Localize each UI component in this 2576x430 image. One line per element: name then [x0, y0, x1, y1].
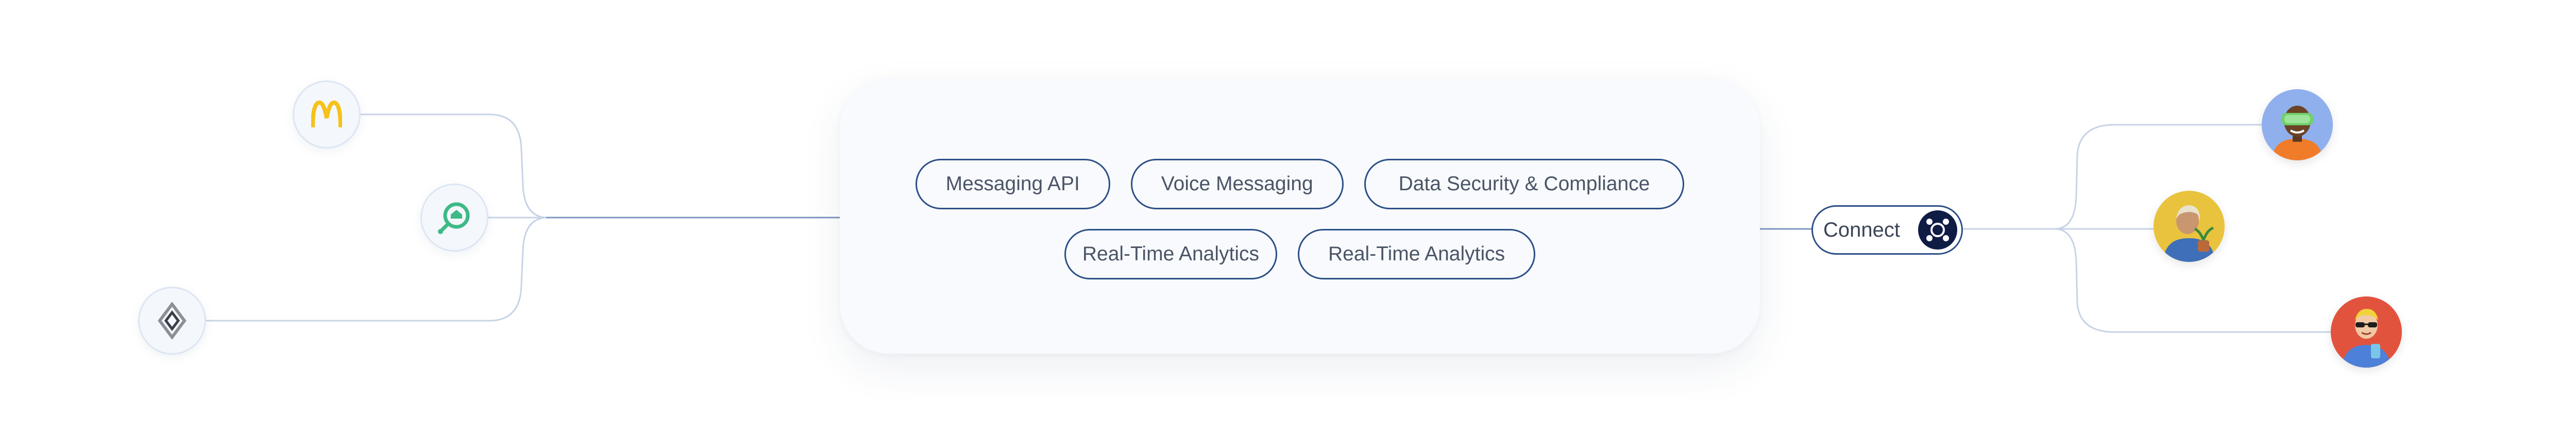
services-row-2: Real-Time Analytics Real-Time Analytics [840, 229, 1760, 279]
mcdonalds-arches-icon [311, 101, 342, 128]
connect-label: Connect [1823, 218, 1900, 241]
connect-nodes-icon [1918, 210, 1957, 250]
service-tag-messaging-api[interactable]: Messaging API [915, 159, 1110, 209]
avatar-sunglasses [2331, 296, 2402, 368]
avatar-vr-headset [2262, 89, 2333, 160]
home-search-icon [438, 202, 470, 234]
renault-diamond-icon [158, 302, 187, 339]
service-tag-realtime-analytics[interactable]: Real-Time Analytics [1064, 229, 1277, 279]
service-tag-voice-messaging[interactable]: Voice Messaging [1130, 159, 1344, 209]
home-search-logo [420, 184, 488, 252]
services-card: Messaging API Voice Messaging Data Secur… [840, 78, 1760, 354]
service-tag-data-security[interactable]: Data Security & Compliance [1364, 159, 1685, 209]
connect-button[interactable]: Connect [1811, 205, 1963, 255]
mcdonalds-logo [293, 80, 361, 148]
renault-logo [138, 287, 206, 355]
service-tag-realtime-analytics-2[interactable]: Real-Time Analytics [1298, 229, 1536, 279]
services-row-1: Messaging API Voice Messaging Data Secur… [840, 159, 1760, 209]
avatar-plant-holder [2154, 191, 2225, 262]
